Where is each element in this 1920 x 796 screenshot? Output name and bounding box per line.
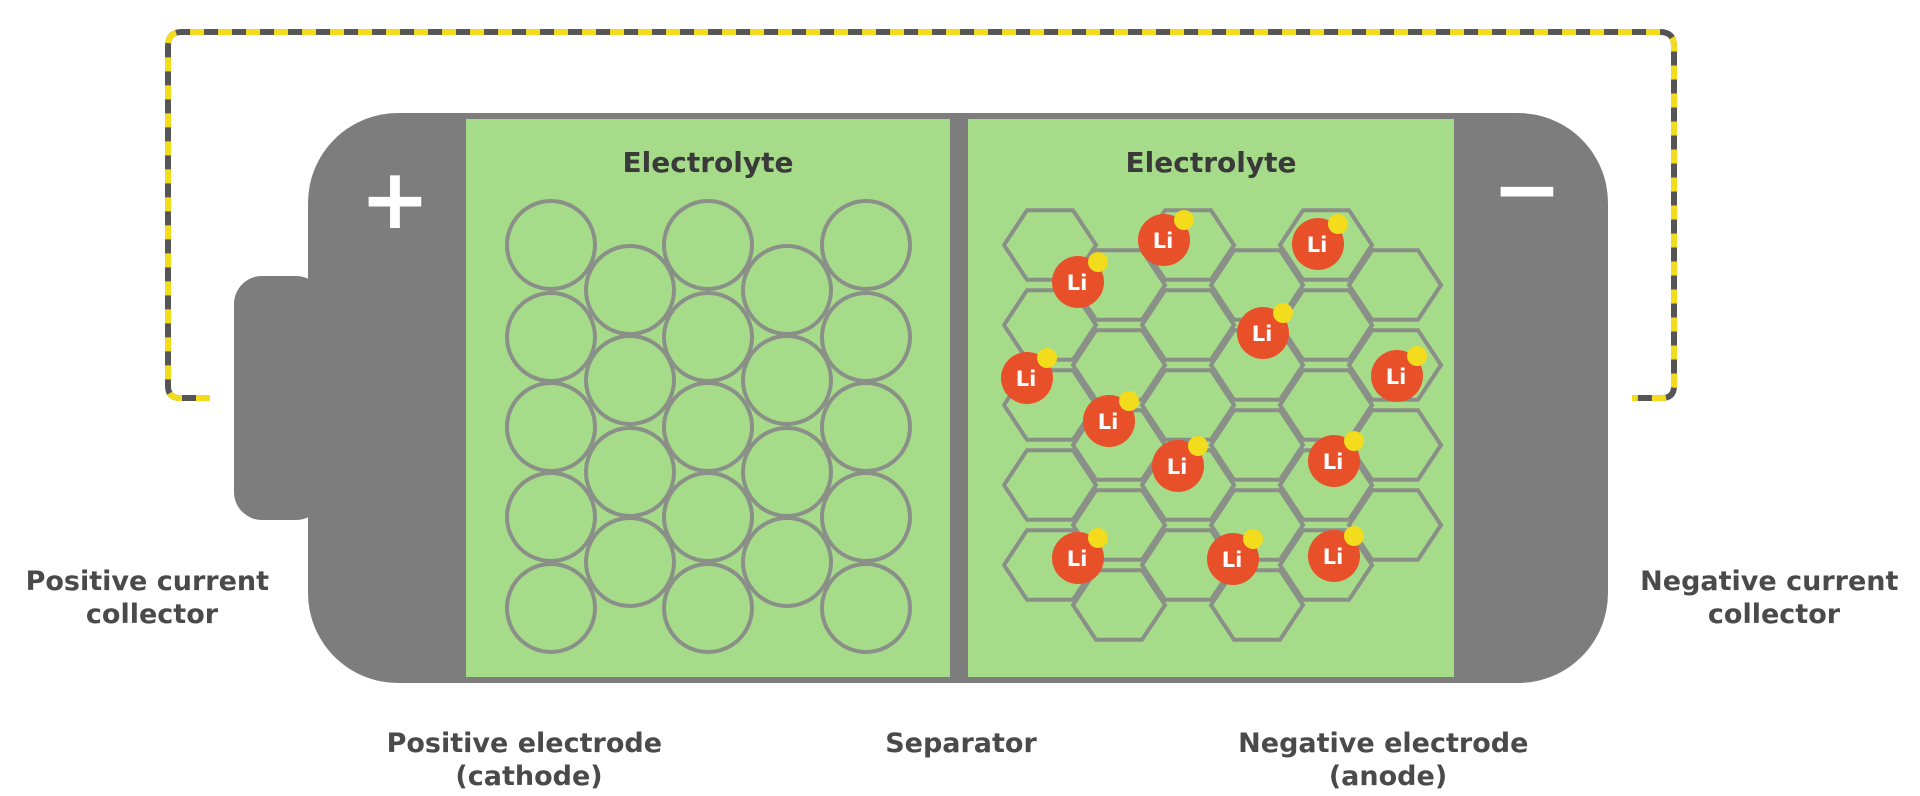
battery-nub <box>234 276 324 520</box>
lithium-ion: Li <box>1052 528 1108 584</box>
electron <box>1037 348 1057 368</box>
cathode-particle <box>820 199 912 291</box>
cathode-particle <box>662 471 754 563</box>
lithium-ion-label: Li <box>1067 547 1088 571</box>
cathode-particle <box>741 516 833 608</box>
positive-electrode-label-line2: (cathode) <box>455 761 602 792</box>
negative-electrode-label-line1: Negative electrode <box>1238 728 1528 759</box>
lithium-ion: Li <box>1083 391 1139 447</box>
cathode-particle <box>584 516 676 608</box>
anode-hexagon <box>1139 448 1237 522</box>
electron <box>1344 526 1364 546</box>
electron <box>1328 214 1348 234</box>
positive-electrode-label: Positive electrode (cathode) <box>387 728 672 792</box>
lithium-ion: Li <box>1152 436 1208 492</box>
positive-terminal-symbol: + <box>360 150 430 248</box>
cathode-particle <box>505 471 597 563</box>
cathode-particle <box>820 471 912 563</box>
lithium-ion: Li <box>1308 431 1364 487</box>
electron <box>1088 528 1108 548</box>
negative-collector-label: Negative current collector <box>1640 566 1908 630</box>
anode-hexagon <box>1139 368 1237 442</box>
lithium-ion: Li <box>1371 346 1427 402</box>
lithium-ion: Li <box>1308 526 1364 582</box>
cathode-particle <box>820 562 912 654</box>
lithium-ion: Li <box>1207 529 1263 585</box>
separator-label: Separator <box>885 728 1037 759</box>
lithium-ion-label: Li <box>1098 410 1119 434</box>
right-electrolyte-label: Electrolyte <box>1126 146 1297 179</box>
external-wire <box>165 29 1677 401</box>
electron <box>1088 252 1108 272</box>
cathode-particle <box>662 562 754 654</box>
anode-hexagon <box>1070 488 1168 562</box>
left-electrolyte-label: Electrolyte <box>623 146 794 179</box>
lithium-ion-label: Li <box>1153 229 1174 253</box>
anode-hexagon <box>1346 488 1444 562</box>
anode-hexagon <box>1277 208 1375 282</box>
lithium-ion: Li <box>1138 210 1194 266</box>
lithium-ion-label: Li <box>1167 455 1188 479</box>
cathode-particles <box>505 199 912 654</box>
lithium-ion-label: Li <box>1307 233 1328 257</box>
anode-hexagon <box>1139 528 1237 602</box>
anode-hexagon <box>1001 528 1099 602</box>
negative-collector-label-line1: Negative current <box>1640 566 1898 597</box>
negative-collector-label-line2: collector <box>1708 599 1841 630</box>
electron <box>1407 346 1427 366</box>
lithium-ion-label: Li <box>1323 450 1344 474</box>
electron <box>1188 436 1208 456</box>
positive-collector-label-line2: collector <box>86 599 219 630</box>
cathode-particle <box>505 199 597 291</box>
separator-bar <box>950 113 968 683</box>
cathode-particle <box>584 334 676 426</box>
left-electrolyte-region <box>466 119 950 677</box>
lithium-ion-label: Li <box>1386 365 1407 389</box>
lithium-ion: Li <box>1052 252 1108 308</box>
anode-hexagon <box>1346 248 1444 322</box>
anode-hexagon <box>1208 408 1306 482</box>
electron <box>1273 303 1293 323</box>
positive-collector-label: Positive current collector <box>26 566 279 630</box>
electron <box>1119 391 1139 411</box>
cathode-particle <box>741 334 833 426</box>
anode-hexagon <box>1208 568 1306 642</box>
anode-hexagon <box>1208 488 1306 562</box>
negative-terminal-symbol: − <box>1492 140 1562 238</box>
lithium-ion: Li <box>1001 348 1057 404</box>
anode-hexagon <box>1001 448 1099 522</box>
electron <box>1243 529 1263 549</box>
electron <box>1174 210 1194 230</box>
cathode-particle <box>505 562 597 654</box>
positive-collector-label-line1: Positive current <box>26 566 270 597</box>
anode-hexagon <box>1001 368 1099 442</box>
lithium-ion: Li <box>1292 214 1348 270</box>
electron <box>1344 431 1364 451</box>
anode-hexagon <box>1346 328 1444 402</box>
lithium-ion: Li <box>1237 303 1293 359</box>
lithium-ion-label: Li <box>1222 548 1243 572</box>
anode-hexagon <box>1070 408 1168 482</box>
negative-electrode-label: Negative electrode (anode) <box>1238 728 1538 792</box>
anode-hexagon <box>1070 568 1168 642</box>
cathode-particle <box>662 199 754 291</box>
lithium-ion-label: Li <box>1016 367 1037 391</box>
negative-electrode-label-line2: (anode) <box>1329 761 1447 792</box>
anode-hexagon <box>1139 288 1237 362</box>
positive-electrode-label-line1: Positive electrode <box>387 728 662 759</box>
lithium-ion-label: Li <box>1252 322 1273 346</box>
lithium-ion-label: Li <box>1067 271 1088 295</box>
lithium-ion-label: Li <box>1323 545 1344 569</box>
anode-hexagon <box>1070 328 1168 402</box>
